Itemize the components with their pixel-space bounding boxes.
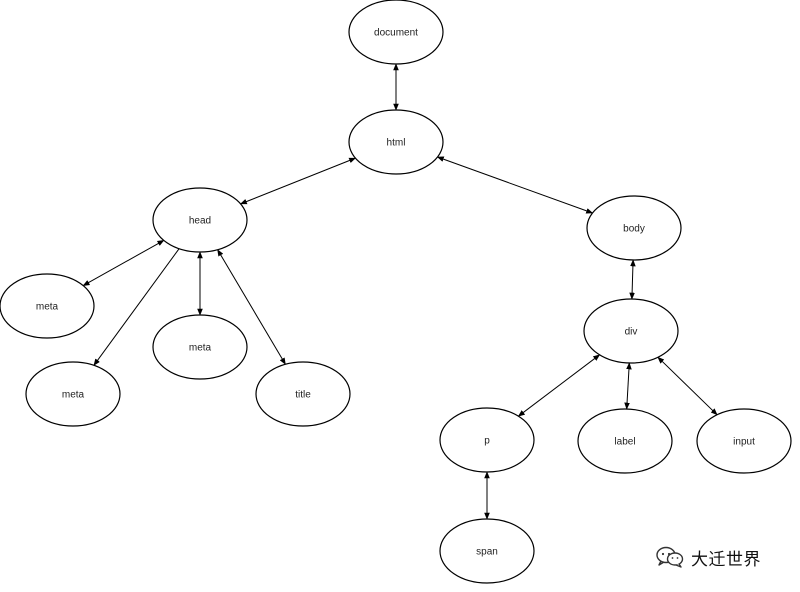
nodes: document html head body meta meta meta title div… <box>0 0 792 584</box>
wechat-icon <box>656 546 684 568</box>
node-label: label <box>577 408 673 474</box>
node-ellipse <box>577 408 673 474</box>
node-ellipse <box>25 361 121 427</box>
node-input: input <box>696 408 792 474</box>
node-label: p <box>484 436 490 447</box>
node-ellipse <box>152 314 248 380</box>
node-label: input <box>733 437 755 448</box>
node-meta2: meta <box>25 361 121 427</box>
node-ellipse <box>439 518 535 584</box>
node-title: title <box>255 361 351 427</box>
edges <box>82 63 718 520</box>
node-ellipse <box>696 408 792 474</box>
node-html: html <box>348 109 444 175</box>
node-ellipse <box>348 0 444 65</box>
node-ellipse <box>439 407 535 473</box>
node-meta3: meta <box>152 314 248 380</box>
node-label: div <box>625 327 638 338</box>
node-head: head <box>152 187 248 253</box>
node-ellipse <box>586 195 682 261</box>
node-label: meta <box>62 390 85 401</box>
edge-head-title <box>217 249 286 365</box>
node-ellipse <box>583 298 679 364</box>
node-meta1: meta <box>0 273 95 339</box>
node-label: span <box>476 547 498 558</box>
edge-div-input <box>657 356 718 416</box>
edge-html-head <box>239 157 357 205</box>
node-span: span <box>439 518 535 584</box>
node-document: document <box>348 0 444 65</box>
node-ellipse <box>152 187 248 253</box>
node-body: body <box>586 195 682 261</box>
edge-head-meta2 <box>93 248 180 366</box>
node-ellipse <box>0 273 95 339</box>
node-div: div <box>583 298 679 364</box>
node-ellipse <box>255 361 351 427</box>
edge-div-label <box>624 362 632 410</box>
edge-head-meta1 <box>82 239 165 287</box>
node-label: label <box>614 437 635 448</box>
watermark-text: 大迁世界 <box>691 549 761 570</box>
node-label: head <box>189 216 211 227</box>
node-label: meta <box>36 302 59 313</box>
edge-html-body <box>436 156 594 214</box>
node-ellipse <box>348 109 444 175</box>
node-label: meta <box>189 343 212 354</box>
node-label: document <box>374 28 418 39</box>
edge-body-div <box>629 259 636 300</box>
watermark: 大迁世界 <box>655 544 790 570</box>
node-p: p <box>439 407 535 473</box>
node-label: title <box>295 390 311 401</box>
node-label: body <box>623 224 645 235</box>
edge-div-p <box>517 354 601 417</box>
node-label: html <box>387 138 406 149</box>
